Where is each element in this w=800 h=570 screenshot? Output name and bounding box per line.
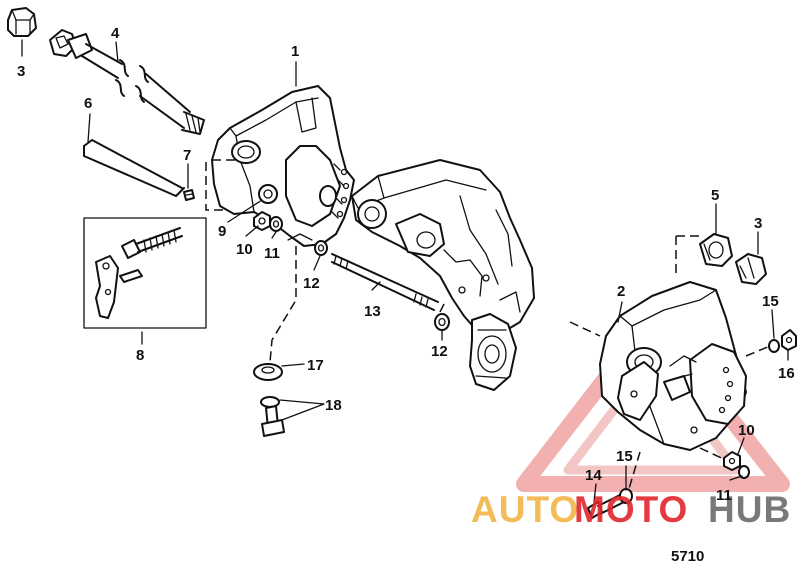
watermark-hub: HUB bbox=[708, 489, 791, 530]
part-1-clamp-bracket bbox=[211, 85, 355, 247]
part-12-washer-lower bbox=[434, 313, 450, 331]
part-5-nut-right bbox=[699, 233, 733, 267]
callout-14: 14 bbox=[585, 467, 602, 484]
part-8-kit-box bbox=[83, 217, 207, 329]
callout-10-right: 10 bbox=[738, 422, 755, 439]
part-3-cap-right bbox=[735, 253, 767, 285]
part-17-pad bbox=[253, 363, 283, 381]
dashed-guide-3 bbox=[269, 246, 297, 363]
dashed-guide-8 bbox=[745, 345, 771, 357]
callout-5: 5 bbox=[711, 187, 719, 204]
callout-1: 1 bbox=[291, 43, 299, 60]
callout-11-left: 11 bbox=[264, 245, 280, 262]
part-4-tilt-tube bbox=[49, 29, 205, 135]
part-10-nut-right bbox=[723, 451, 741, 471]
swivel-bracket bbox=[351, 159, 535, 391]
watermark-text: AUTO MOTO HUB bbox=[471, 489, 791, 530]
part-6-tilt-pin bbox=[83, 139, 185, 197]
callout-18: 18 bbox=[325, 397, 342, 414]
callout-17: 17 bbox=[307, 357, 324, 374]
watermark-auto: AUTO bbox=[471, 489, 579, 530]
part-3-nut-left bbox=[7, 7, 37, 37]
callout-6: 6 bbox=[84, 95, 92, 112]
callout-2: 2 bbox=[617, 283, 625, 300]
dashed-guide-9 bbox=[627, 451, 641, 493]
part-7-screw bbox=[183, 189, 195, 201]
callout-12-lower: 12 bbox=[431, 343, 448, 360]
dashed-guide-7 bbox=[569, 321, 601, 337]
callout-11-right: 11 bbox=[716, 487, 732, 504]
callout-9: 9 bbox=[218, 223, 226, 240]
part-14-bolt bbox=[587, 493, 625, 519]
callout-3-right: 3 bbox=[754, 215, 762, 232]
callout-labels: 1 2 3 3 4 5 6 7 8 9 10 10 11 11 12 12 13… bbox=[17, 25, 795, 504]
watermark-moto: MOTO bbox=[574, 489, 688, 530]
callout-4: 4 bbox=[111, 25, 120, 42]
part-11-washer-right bbox=[738, 465, 750, 479]
dashed-guide-10 bbox=[699, 447, 731, 463]
callout-8: 8 bbox=[136, 347, 144, 364]
callout-7: 7 bbox=[183, 147, 191, 164]
callout-15-right: 15 bbox=[762, 293, 779, 310]
part-18-screw-washer bbox=[260, 396, 285, 437]
callout-12-upper: 12 bbox=[303, 275, 320, 292]
callout-10-left: 10 bbox=[236, 241, 253, 258]
part-16-nut-right bbox=[781, 329, 797, 351]
part-2-clamp-bracket-right bbox=[599, 281, 747, 451]
dashed-guide-4 bbox=[439, 299, 447, 313]
part-11-washer-left bbox=[269, 216, 283, 232]
leader-lines bbox=[21, 39, 789, 503]
callout-16: 16 bbox=[778, 365, 795, 382]
callout-13: 13 bbox=[364, 303, 381, 320]
part-15-washer-right bbox=[768, 339, 780, 353]
callout-3-left: 3 bbox=[17, 63, 25, 80]
part-12-washer-upper bbox=[314, 240, 328, 256]
figure-number: 5710 bbox=[671, 548, 704, 565]
part-13-tie-rod bbox=[331, 253, 439, 311]
dashed-guide-1 bbox=[205, 162, 226, 211]
callout-15-lower: 15 bbox=[616, 448, 633, 465]
